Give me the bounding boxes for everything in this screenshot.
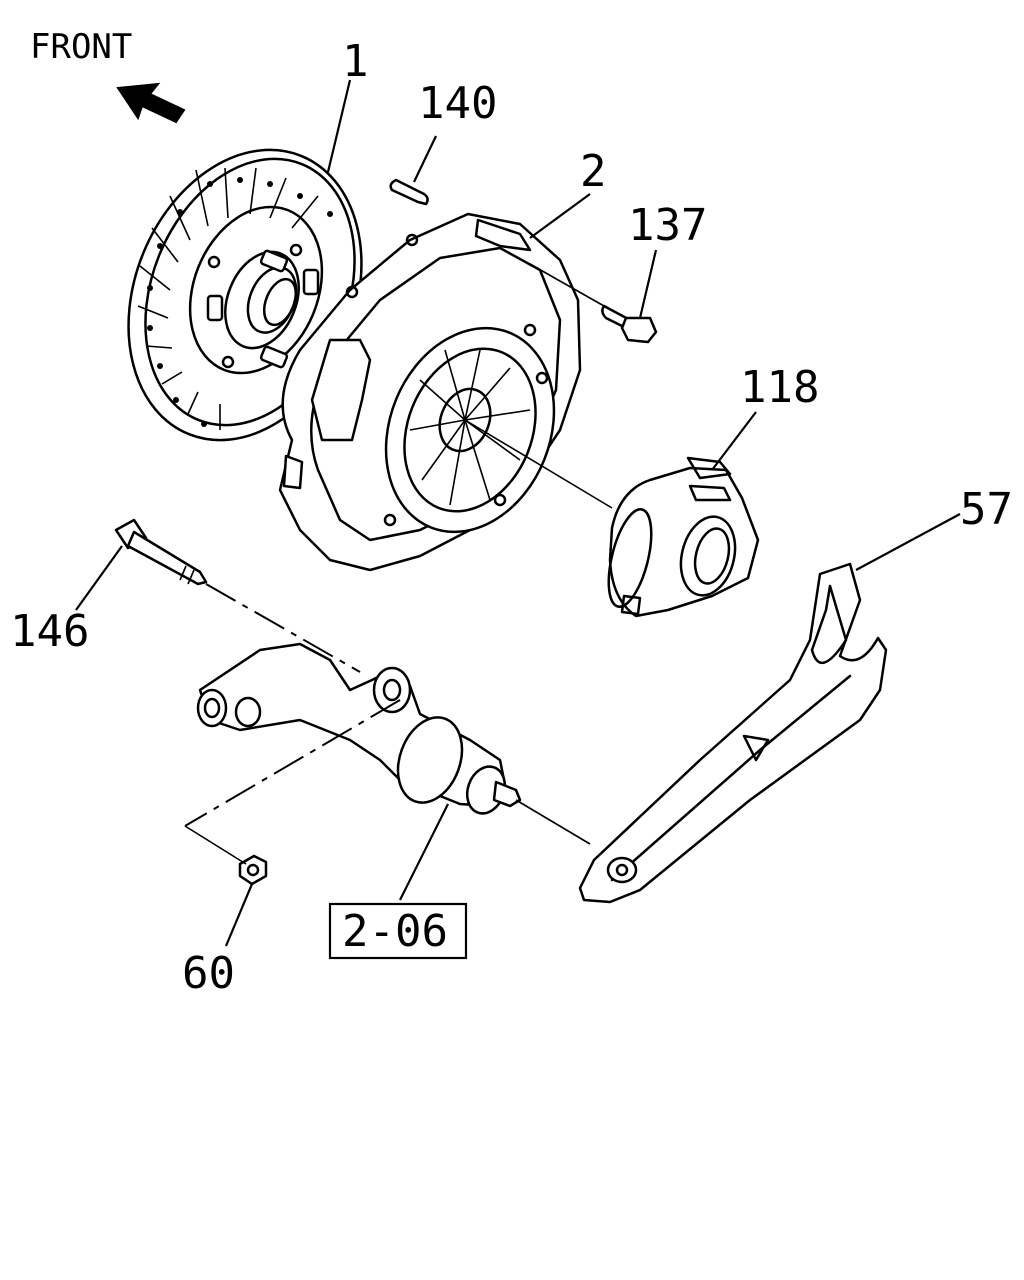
callout-140: 140 xyxy=(418,78,497,129)
front-arrow-icon xyxy=(116,82,186,124)
front-label: FRONT xyxy=(30,27,132,67)
release-bearing xyxy=(607,456,760,618)
callout-118: 118 xyxy=(740,362,819,413)
callout-57: 57 xyxy=(960,484,1013,535)
callout-146: 146 xyxy=(10,606,89,657)
callout-2: 2 xyxy=(580,146,607,197)
center-lines xyxy=(184,263,613,865)
release-fork xyxy=(578,562,888,904)
nut-part xyxy=(238,854,268,886)
pressure-plate xyxy=(278,212,582,572)
callout-2-06-box: 2-06 xyxy=(328,902,468,960)
bolt-long xyxy=(114,518,208,586)
leader-lines xyxy=(75,79,961,947)
callout-137: 137 xyxy=(628,200,707,251)
callout-60: 60 xyxy=(182,948,235,999)
slave-cylinder xyxy=(196,642,522,815)
callout-1: 1 xyxy=(342,36,369,87)
bolt-cover xyxy=(601,304,658,344)
callout-2-06: 2-06 xyxy=(342,906,448,957)
pin-part xyxy=(389,178,429,206)
